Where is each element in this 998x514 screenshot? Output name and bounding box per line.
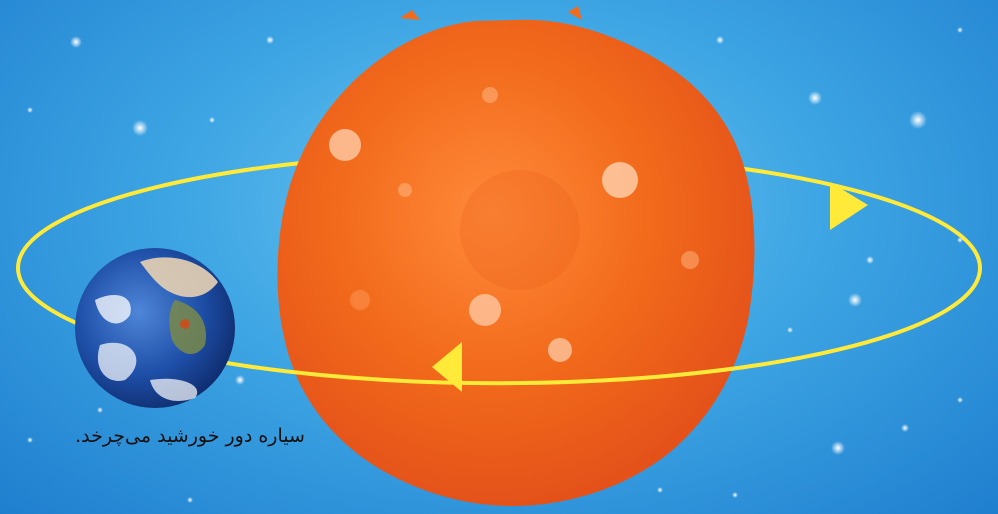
star (266, 36, 274, 44)
star (235, 375, 245, 385)
caption-text: سیاره دور خورشید می‌چرخد. (60, 425, 320, 447)
earth (75, 248, 235, 408)
star (957, 27, 963, 33)
star (808, 91, 822, 105)
star (866, 256, 874, 264)
star (901, 424, 909, 432)
star (716, 36, 724, 44)
star (957, 397, 963, 403)
star (657, 487, 663, 493)
star (70, 36, 82, 48)
star (209, 117, 215, 123)
star (27, 437, 33, 443)
star (97, 407, 103, 413)
star (848, 293, 862, 307)
star (831, 441, 845, 455)
star (909, 111, 927, 129)
star (27, 107, 33, 113)
star (732, 492, 738, 498)
star (187, 497, 193, 503)
star (132, 120, 148, 136)
sun (277, 6, 754, 506)
star (787, 327, 793, 333)
